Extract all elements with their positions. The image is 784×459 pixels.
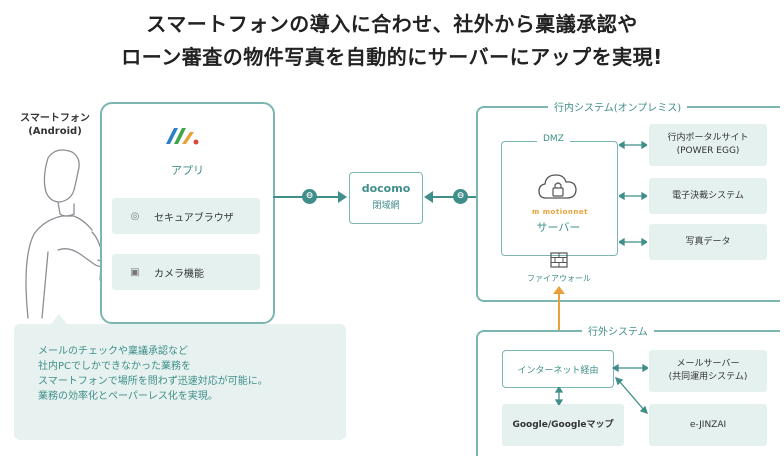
docomo-closed-network: docomo 閉域網 <box>349 172 423 224</box>
feature-camera: ▣ カメラ機能 <box>112 254 260 290</box>
docomo-label: docomo <box>361 182 411 195</box>
lock-icon: ⊖ <box>453 189 468 204</box>
firewall-icon <box>550 252 568 268</box>
portal-site-box: 行内ポータルサイト (POWER EGG) <box>649 124 767 166</box>
description-line: 社内PCでしかできなかった業務を <box>38 361 192 372</box>
description-line: 業務の効率化とペーパーレス化を実現。 <box>38 391 218 402</box>
box-label: Google/Googleマップ <box>512 419 614 430</box>
mail-server-box: メールサーバー (共同運用システム) <box>649 350 767 392</box>
vertical-double-arrow <box>554 387 564 405</box>
bubble-tail <box>50 314 68 325</box>
description-text: メールのチェックや稟議承認など 社内PCでしかできなかった業務を スマートフォン… <box>38 344 268 404</box>
box-sublabel: (POWER EGG) <box>676 146 740 156</box>
firewall-label: ファイアウォール <box>527 274 591 283</box>
arrow-left-icon <box>424 191 433 203</box>
app-label: アプリ <box>171 164 204 177</box>
ejinzai-box: e-JINZAI <box>649 404 767 446</box>
feature-label: セキュアブラウザ <box>154 212 234 224</box>
orange-connector <box>558 290 560 346</box>
user-label-line2: (Android) <box>28 126 82 137</box>
double-arrows <box>619 140 647 247</box>
server-brand-logo: m motionnet <box>532 208 588 216</box>
box-sublabel: (共同運用システム) <box>668 372 748 382</box>
dmz-label: DMZ <box>537 134 570 144</box>
user-label-line1: スマートフォン <box>20 113 90 124</box>
box-label: メールサーバー <box>676 359 740 369</box>
closed-network-label: 閉域網 <box>372 201 400 211</box>
box-label: 電子決裁システム <box>672 190 744 201</box>
description-bubble <box>14 324 346 440</box>
description-line: スマートフォンで場所を問わず迅速対応が可能に。 <box>38 376 268 387</box>
shield-icon: ◎ <box>130 210 140 222</box>
external-arrows <box>612 363 648 415</box>
internet-route-box: インターネット経由 <box>502 350 614 388</box>
title-line-2: ローン審査の物件写真を自動的にサーバーにアップを実現! <box>121 45 663 69</box>
title-line-1: スマートフォンの導入に合わせ、社外から稟議承認や <box>146 12 638 36</box>
server-label: サーバー <box>536 221 581 234</box>
arrow-right-icon <box>338 191 347 203</box>
lock-icon: ⊖ <box>302 189 317 204</box>
feature-label: カメラ機能 <box>154 268 204 280</box>
google-box: Google/Googleマップ <box>502 404 624 446</box>
box-label: 写真データ <box>685 236 731 247</box>
description-line: メールのチェックや稟議承認など <box>38 346 188 357</box>
feature-secure-browser: ◎ セキュアブラウザ <box>112 198 260 234</box>
arrow-up-icon <box>553 286 565 294</box>
approval-system-box: 電子決裁システム <box>649 178 767 214</box>
internal-system-label: 行内システム(オンプレミス) <box>548 99 688 114</box>
box-label: 行内ポータルサイト <box>667 133 749 143</box>
app-logo-icon <box>166 128 199 145</box>
user-label: スマートフォン (Android) <box>20 112 90 138</box>
cloud-lock-icon <box>538 174 577 199</box>
camera-icon: ▣ <box>130 266 140 278</box>
photo-data-box: 写真データ <box>649 224 767 260</box>
smartphone-frame: アプリ ◎ セキュアブラウザ ▣ カメラ機能 <box>100 102 275 324</box>
box-label: e-JINZAI <box>689 419 727 430</box>
external-system-label: 行外システム <box>582 323 654 338</box>
